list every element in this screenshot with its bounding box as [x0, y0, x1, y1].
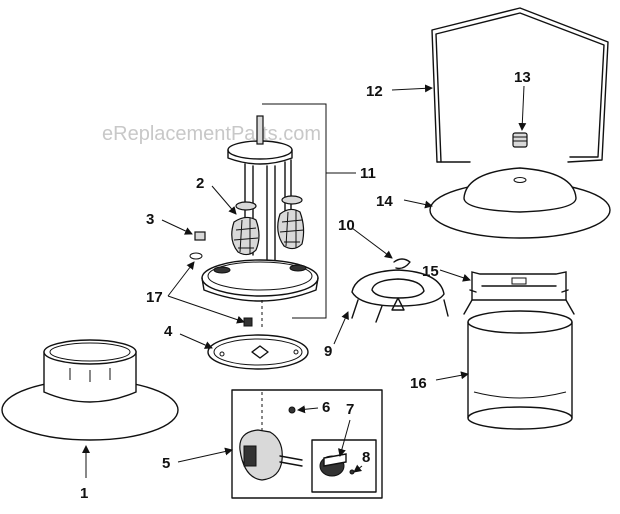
part-5-valve-assembly	[231, 389, 383, 499]
part-16-globe	[467, 310, 573, 430]
leader-arrows	[82, 84, 527, 478]
label-13: 13	[514, 69, 531, 86]
part-12-bail-handle	[431, 7, 609, 163]
part-number-labels: 1 2 3 4 5 6 7 8 9 10 11 12 13 14 15 16 1…	[80, 69, 531, 502]
label-14: 14	[376, 193, 393, 210]
label-17: 17	[146, 289, 163, 306]
part-11-burner-assembly	[201, 103, 327, 330]
label-3: 3	[146, 211, 154, 228]
part-1-base	[1, 339, 179, 441]
part-3-nut-washer	[189, 231, 206, 260]
label-1: 1	[80, 485, 88, 502]
watermark-text: eReplacementParts.com	[102, 123, 321, 145]
label-8: 8	[362, 449, 370, 466]
label-10: 10	[338, 217, 355, 234]
part-10-clip	[393, 258, 411, 270]
part-14-hood	[429, 167, 611, 239]
label-16: 16	[410, 375, 427, 392]
part-17-bolt	[243, 317, 253, 327]
part-15-frame	[463, 271, 575, 315]
part-13-nut	[512, 132, 528, 148]
label-12: 12	[366, 83, 383, 100]
label-2: 2	[196, 175, 204, 192]
label-11: 11	[360, 165, 376, 182]
part-9-ring	[351, 269, 449, 323]
label-9: 9	[324, 343, 332, 360]
label-15: 15	[422, 263, 439, 280]
part-4-gasket	[207, 334, 309, 370]
label-5: 5	[162, 455, 170, 472]
label-4: 4	[164, 323, 173, 340]
label-7: 7	[346, 401, 354, 418]
label-6: 6	[322, 399, 330, 416]
